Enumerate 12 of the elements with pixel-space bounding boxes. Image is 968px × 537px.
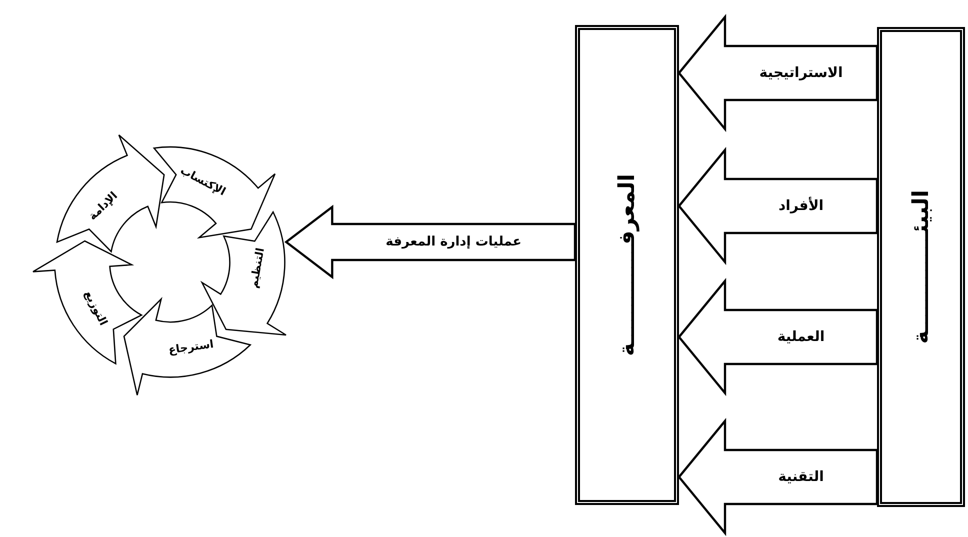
- block-arrow: [678, 146, 878, 266]
- vertical-panel: [877, 27, 965, 507]
- panel-title: البيئـــــــــــــة: [908, 190, 934, 344]
- block-arrow: [678, 278, 878, 396]
- panel-title: المعرفـــــــــــــة: [614, 174, 640, 356]
- step-label: استرجاع: [168, 337, 215, 356]
- step-label: الإكتساب: [178, 164, 228, 198]
- vertical-panel: [575, 25, 679, 505]
- step-label: الإدامة: [86, 188, 120, 223]
- step-label: التوزيع: [82, 288, 110, 328]
- step-label: التنظيم: [247, 246, 268, 290]
- block-arrow: [678, 418, 878, 536]
